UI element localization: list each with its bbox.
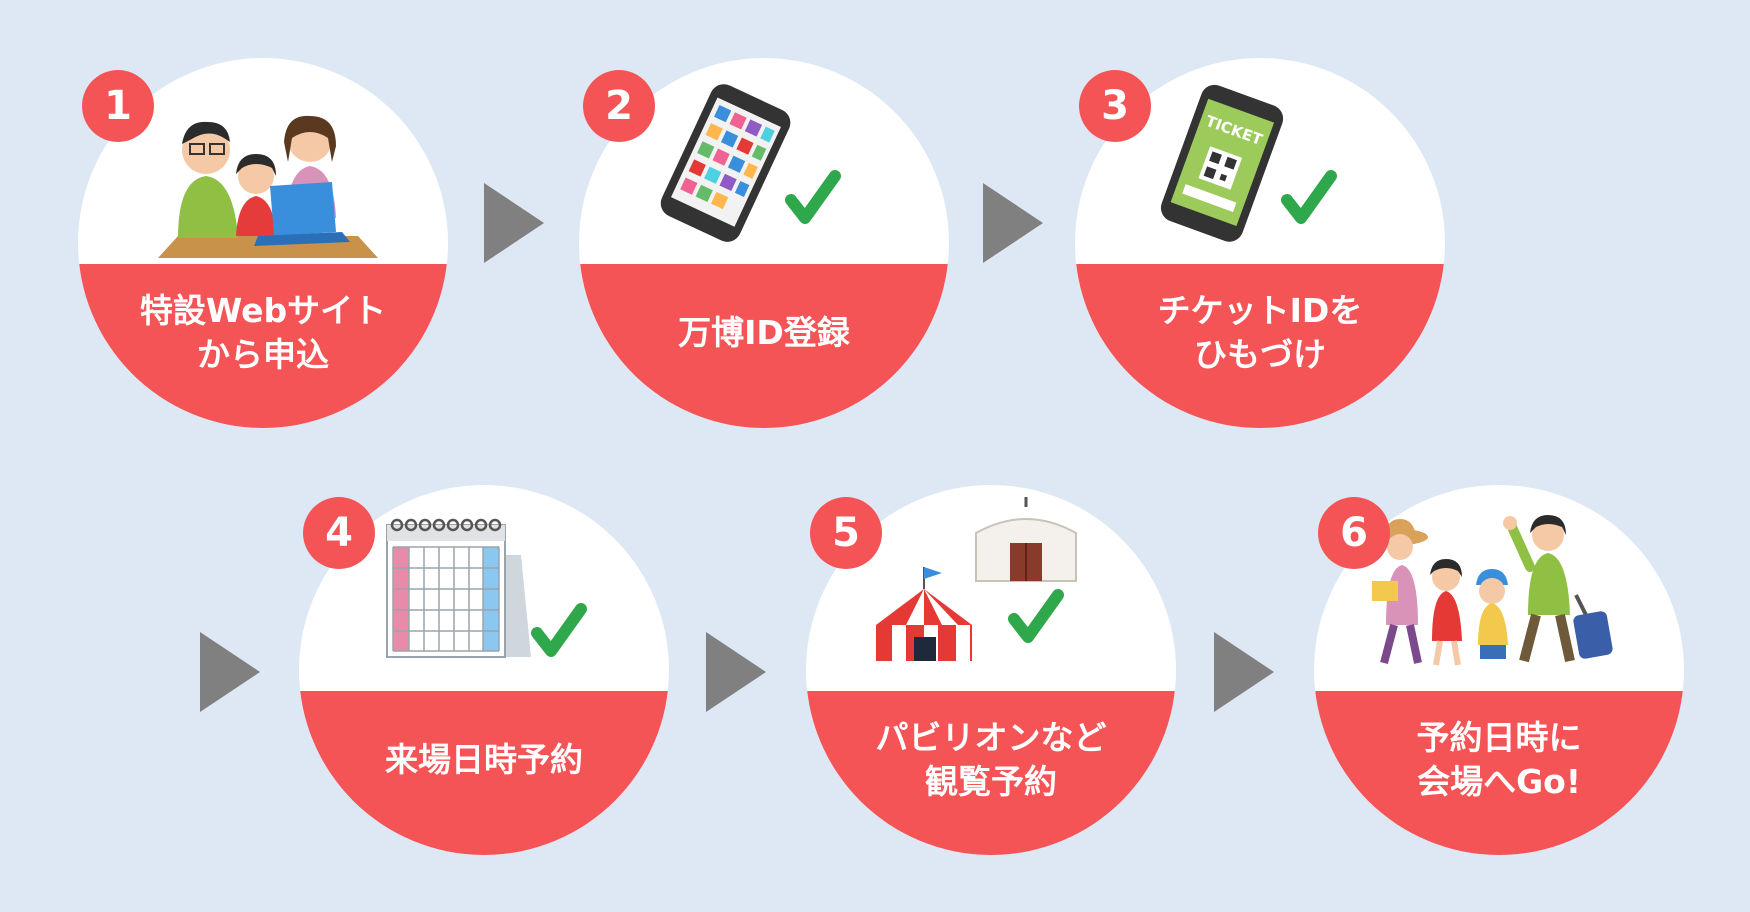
ticket-phone-icon: TICKET bbox=[1160, 84, 1337, 242]
step-circle: 特設Webサイト から申込 bbox=[78, 58, 448, 428]
arrow-right-icon bbox=[200, 632, 260, 712]
step-label: 予約日時に 会場へGo! bbox=[1416, 718, 1582, 801]
step-5: パビリオンなど 観覧予約 5 bbox=[806, 485, 1176, 855]
smartphone-icon bbox=[660, 84, 841, 242]
step-number-badge: 6 bbox=[1318, 497, 1390, 569]
step-label-band: パビリオンなど 観覧予約 bbox=[806, 691, 1176, 855]
step-6: 予約日時に 会場へGo! 6 bbox=[1314, 485, 1684, 855]
step-label-band: チケットIDを ひもづけ bbox=[1075, 264, 1445, 428]
family-laptop-icon bbox=[158, 115, 378, 258]
step-circle: TICKET チケットIDを ひもづけ bbox=[1075, 58, 1445, 428]
step-4: 来場日時予約 4 bbox=[299, 485, 669, 855]
step-circle: 予約日時に 会場へGo! bbox=[1314, 485, 1684, 855]
step-circle: 来場日時予約 bbox=[299, 485, 669, 855]
check-icon bbox=[1281, 170, 1337, 224]
step-number-badge: 1 bbox=[82, 70, 154, 142]
step-label-band: 万博ID登録 bbox=[579, 264, 949, 428]
step-number-badge: 3 bbox=[1079, 70, 1151, 142]
step-number-badge: 4 bbox=[303, 497, 375, 569]
step-label-band: 特設Webサイト から申込 bbox=[78, 264, 448, 428]
step-label: 来場日時予約 bbox=[385, 740, 583, 779]
step-label-band: 予約日時に 会場へGo! bbox=[1314, 691, 1684, 855]
step-label: チケットIDを ひもづけ bbox=[1157, 291, 1363, 374]
calendar-icon bbox=[386, 518, 587, 658]
step-label: 万博ID登録 bbox=[678, 313, 850, 352]
check-icon bbox=[531, 603, 587, 657]
step-3: TICKET チケットIDを ひもづけ 3 bbox=[1075, 58, 1445, 428]
step-1: 特設Webサイト から申込 1 bbox=[78, 58, 448, 428]
check-icon bbox=[785, 170, 841, 224]
step-label: パビリオンなど 観覧予約 bbox=[875, 718, 1107, 801]
arrow-right-icon bbox=[983, 183, 1043, 263]
step-label: 特設Webサイト から申込 bbox=[139, 291, 387, 374]
arrow-right-icon bbox=[484, 183, 544, 263]
step-2: 万博ID登録 2 bbox=[579, 58, 949, 428]
check-icon bbox=[1008, 589, 1064, 643]
pavilion-tent-icon bbox=[876, 497, 1077, 661]
family-travel-icon bbox=[1372, 515, 1613, 666]
step-number-badge: 2 bbox=[583, 70, 655, 142]
step-label-band: 来場日時予約 bbox=[299, 691, 669, 855]
step-number-badge: 5 bbox=[810, 497, 882, 569]
arrow-right-icon bbox=[1214, 632, 1274, 712]
arrow-right-icon bbox=[706, 632, 766, 712]
